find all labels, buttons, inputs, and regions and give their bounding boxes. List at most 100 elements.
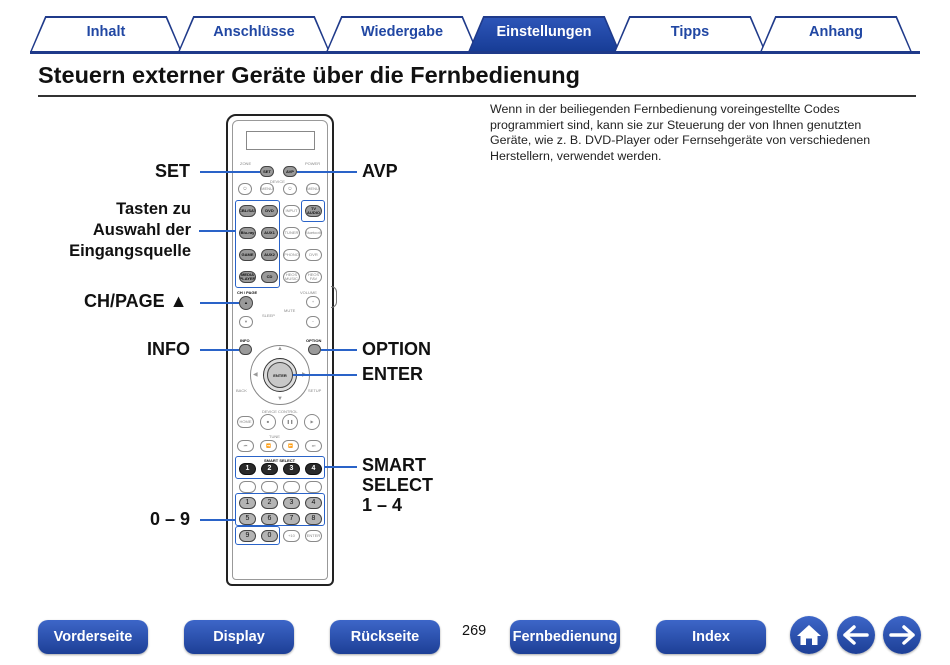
- remote-key-input[interactable]: INPUT: [283, 205, 300, 217]
- home-button[interactable]: [790, 616, 828, 654]
- remote-key-tv-audio[interactable]: TV AUDIO: [305, 205, 322, 217]
- remote-key-game[interactable]: GAME: [239, 249, 256, 261]
- remote-num-0-key[interactable]: 0: [261, 530, 278, 542]
- numbers-highlight-top: [235, 493, 325, 526]
- remote-menu-key[interactable]: MENU: [306, 183, 320, 195]
- remote-key-blank-2[interactable]: [261, 481, 278, 493]
- cursor-left-icon: ◀: [253, 372, 258, 378]
- tab-tipps[interactable]: Tipps: [614, 16, 766, 52]
- remote-rewind-key[interactable]: ⏪: [260, 440, 277, 452]
- remote-num-7-key[interactable]: 7: [283, 513, 300, 525]
- remote-display: [246, 131, 315, 150]
- forward-button[interactable]: [883, 616, 921, 654]
- remote-zone-power-key[interactable]: ⏻: [238, 183, 252, 195]
- remote-num-9-key[interactable]: 9: [239, 530, 256, 542]
- remote-key-aux1[interactable]: AUX1: [261, 227, 278, 239]
- callout-numbers-line: [200, 519, 235, 521]
- remote-key-phono[interactable]: PHONO: [283, 249, 300, 261]
- remote-key-aux2[interactable]: AUX2: [261, 249, 278, 261]
- callout-source-line2: Auswahl der: [92, 221, 191, 239]
- remote-label-volume: VOLUME: [300, 290, 317, 295]
- tab-einstellungen[interactable]: Einstellungen: [468, 16, 620, 52]
- callout-smart-select-line: [325, 466, 357, 468]
- callout-info: INFO: [147, 339, 190, 359]
- remote-key-heos-fav[interactable]: HEOS FAV: [305, 271, 322, 283]
- callout-ch-page-line: [200, 302, 239, 304]
- tab-inhalt[interactable]: Inhalt: [30, 16, 182, 52]
- remote-num-4-key[interactable]: 4: [305, 497, 322, 509]
- remote-smart-1-key[interactable]: 1: [239, 463, 256, 475]
- remote-key-blank-4[interactable]: [305, 481, 322, 493]
- nav-rueckseite-button[interactable]: Rückseite: [330, 620, 440, 654]
- tab-anhang[interactable]: Anhang: [760, 16, 912, 52]
- remote-volume-up-key[interactable]: +: [306, 296, 320, 308]
- remote-label-device-control: DEVICE CONTROL: [262, 409, 298, 414]
- remote-key-heos-music[interactable]: HEOS MUSIC: [283, 271, 300, 283]
- callout-enter-line: [293, 374, 357, 376]
- remote-home-key[interactable]: HOME: [237, 416, 254, 428]
- remote-key-bluray[interactable]: Blu-ray: [239, 227, 256, 239]
- remote-num-5-key[interactable]: 5: [239, 513, 256, 525]
- remote-volume-down-key[interactable]: −: [306, 316, 320, 328]
- remote-set-key[interactable]: SET: [260, 166, 274, 177]
- description-text: Wenn in der beiliegenden Fernbedienung v…: [490, 102, 871, 163]
- cursor-down-icon: ▼: [277, 396, 283, 402]
- remote-device-menu-key[interactable]: MENU: [260, 183, 274, 195]
- remote-label-power: POWER: [305, 161, 321, 166]
- remote-smart-3-key[interactable]: 3: [283, 463, 300, 475]
- tab-label: Wiedergabe: [327, 17, 477, 52]
- tab-wiedergabe[interactable]: Wiedergabe: [326, 16, 478, 52]
- callout-numbers: 0 – 9: [150, 509, 191, 529]
- remote-play-key[interactable]: ▶: [304, 414, 320, 430]
- remote-enter-small-key[interactable]: ENTER: [305, 530, 322, 542]
- callout-source-line: [199, 230, 235, 232]
- tab-label: Inhalt: [31, 17, 181, 52]
- remote-num-8-key[interactable]: 8: [305, 513, 322, 525]
- remote-key-dvr[interactable]: DVR: [305, 249, 322, 261]
- remote-key-media-player[interactable]: MEDIA PLAYER: [239, 271, 256, 283]
- nav-vorderseite-button[interactable]: Vorderseite: [38, 620, 148, 654]
- home-icon: [797, 625, 821, 645]
- callout-source-keys: Tasten zu Auswahl der Eingangsquelle: [55, 199, 191, 262]
- remote-smart-4-key[interactable]: 4: [305, 463, 322, 475]
- remote-ch-page-down-key[interactable]: ▼: [239, 316, 253, 328]
- remote-power-key[interactable]: ⏻: [283, 183, 297, 195]
- remote-key-dvd[interactable]: DVD: [261, 205, 278, 217]
- remote-forward-key[interactable]: ⏩: [282, 440, 299, 452]
- remote-skip-forward-key[interactable]: ⏭: [305, 440, 322, 452]
- chapter-tabs: Inhalt Anschlüsse Wiedergabe Einstellung…: [30, 16, 920, 54]
- remote-skip-back-key[interactable]: ⏮: [237, 440, 254, 452]
- remote-num-1-key[interactable]: 1: [239, 497, 256, 509]
- remote-smart-2-key[interactable]: 2: [261, 463, 278, 475]
- remote-ch-page-up-key[interactable]: ▲: [239, 296, 253, 310]
- remote-num-2-key[interactable]: 2: [261, 497, 278, 509]
- tab-anschluesse[interactable]: Anschlüsse: [178, 16, 330, 52]
- back-button[interactable]: [837, 616, 875, 654]
- remote-avp-key[interactable]: AVP: [283, 166, 297, 177]
- remote-option-key[interactable]: [308, 344, 321, 355]
- remote-key-blank-3[interactable]: [283, 481, 300, 493]
- nav-fernbedienung-button[interactable]: Fernbedienung: [510, 620, 620, 654]
- remote-label-info: INFO: [240, 338, 250, 343]
- remote-num-3-key[interactable]: 3: [283, 497, 300, 509]
- callout-option: OPTION: [362, 339, 432, 359]
- nav-display-button[interactable]: Display: [184, 620, 294, 654]
- tab-label: Tipps: [615, 17, 765, 52]
- remote-key-blank-1[interactable]: [239, 481, 256, 493]
- callout-set-line: [200, 171, 260, 173]
- remote-num-6-key[interactable]: 6: [261, 513, 278, 525]
- callout-avp: AVP: [362, 161, 398, 181]
- remote-key-cbl-sat[interactable]: CBL/SAT: [239, 205, 256, 217]
- callout-smart-select: SMART SELECT 1 – 4: [362, 455, 433, 515]
- remote-info-key[interactable]: [239, 344, 252, 355]
- nav-index-button[interactable]: Index: [656, 620, 766, 654]
- remote-stop-key[interactable]: ■: [260, 414, 276, 430]
- remote-plus10-key[interactable]: +10: [283, 530, 300, 542]
- remote-label-ch-page: CH / PAGE: [237, 290, 258, 295]
- remote-key-tuner[interactable]: TUNER: [283, 227, 300, 239]
- remote-pause-key[interactable]: ❚❚: [282, 414, 298, 430]
- tab-label: Anhang: [761, 17, 911, 52]
- remote-key-cd[interactable]: CD: [261, 271, 278, 283]
- remote-key-bluetooth[interactable]: Bluetooth: [305, 227, 322, 239]
- remote-enter-key[interactable]: ENTER: [267, 362, 293, 388]
